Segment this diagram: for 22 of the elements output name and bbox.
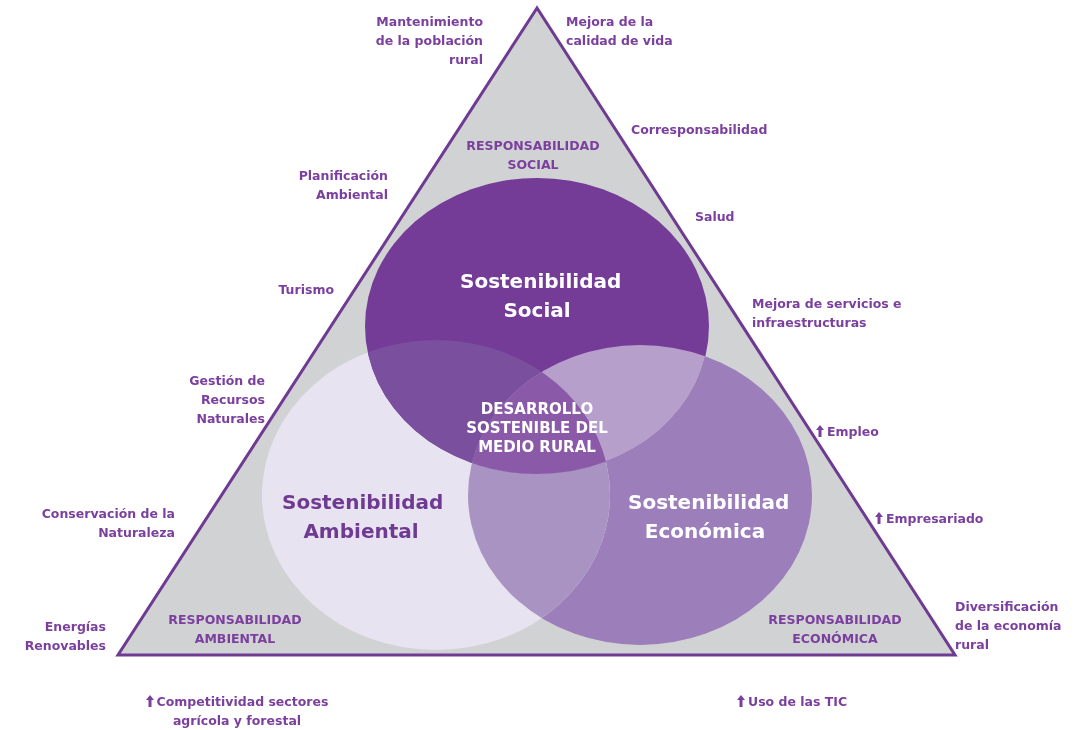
circle-title: Sostenibilidad Social	[459, 268, 623, 324]
label-text: Mantenimiento de la población rural	[375, 14, 483, 67]
label-text: Uso de las TIC	[748, 694, 848, 709]
label-text: Competitividad sectores agrícola y forestal	[156, 694, 329, 728]
label-text: RESPONSABILIDAD SOCIAL	[466, 138, 600, 172]
label-text: Energías Renovables	[24, 619, 106, 653]
label-text: Mejora de servicios e infraestructuras	[752, 296, 902, 330]
label-text: DESARROLLO SOSTENIBLE DEL MEDIO RURAL	[466, 400, 608, 456]
label-text: RESPONSABILIDAD AMBIENTAL	[168, 612, 302, 646]
circle-title: Sostenibilidad Económica	[627, 489, 791, 545]
label-text: Planificación Ambiental	[298, 168, 388, 202]
label-text: Empleo	[827, 424, 879, 439]
label-text: Empresariado	[886, 511, 984, 526]
label-text: Mejora de la calidad de vida	[566, 14, 673, 48]
label-text: Diversificación de la economía rural	[955, 599, 1062, 652]
label-text: Salud	[695, 209, 735, 224]
circle-title: Sostenibilidad Ambiental	[281, 489, 445, 545]
label-text: Corresponsabilidad	[631, 122, 768, 137]
label-text: Gestión de Recursos Naturales	[189, 373, 265, 426]
label-text: Conservación de la Naturaleza	[41, 506, 175, 540]
label-text: RESPONSABILIDAD ECONÓMICA	[768, 612, 902, 646]
label-text: Turismo	[278, 282, 334, 297]
